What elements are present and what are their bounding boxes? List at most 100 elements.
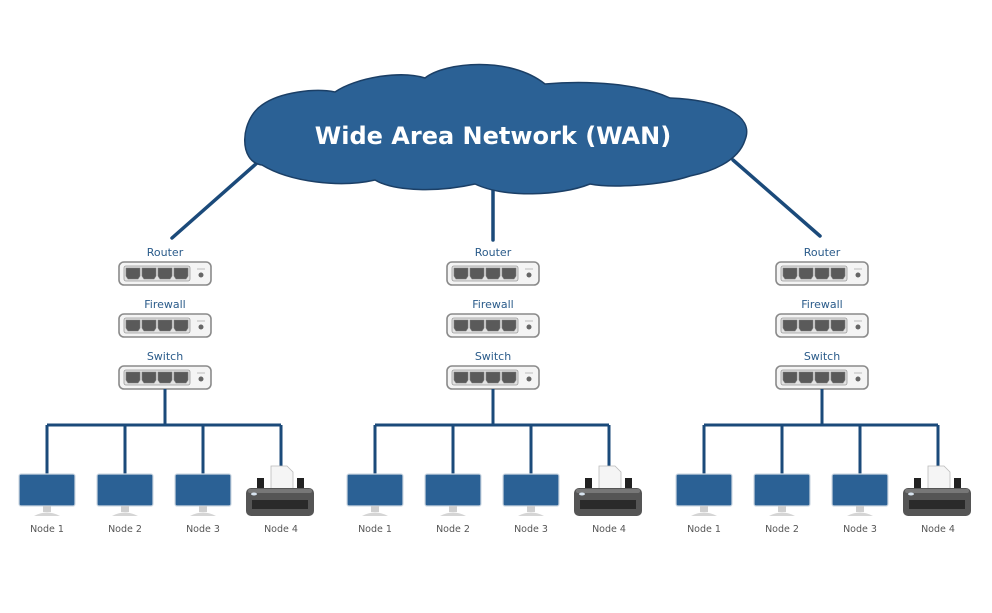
printer-led-icon (251, 492, 257, 496)
monitor-icon (831, 473, 889, 507)
router-device[interactable]: Router (118, 246, 212, 286)
status-led-icon (855, 272, 861, 278)
node-3[interactable]: Node 3 (174, 473, 232, 535)
monitor-neck (43, 506, 51, 512)
node-label: Node 2 (108, 524, 142, 535)
monitor-stand (112, 512, 138, 516)
ethernet-port-icon (453, 267, 469, 280)
printer-top (248, 489, 312, 493)
wan-title: Wide Area Network (WAN) (315, 122, 671, 150)
monitor-neck (371, 506, 379, 512)
ethernet-port-icon (798, 319, 814, 332)
node-1[interactable]: Node 1 (346, 473, 404, 535)
node-3[interactable]: Node 3 (831, 473, 889, 535)
firewall-device[interactable]: Firewall (775, 298, 869, 338)
firewall-device[interactable]: Firewall (446, 298, 540, 338)
router-device[interactable]: Router (775, 246, 869, 286)
node-4[interactable]: Node 4 (574, 465, 642, 535)
ethernet-port-icon (173, 319, 189, 332)
printer-top (576, 489, 640, 493)
status-led-icon (198, 272, 204, 278)
monitor-stand (691, 512, 717, 516)
ethernet-port-icon (798, 267, 814, 280)
monitor-neck (527, 506, 535, 512)
port-panel (451, 317, 519, 334)
port-panel (123, 317, 191, 334)
node-4[interactable]: Node 4 (246, 465, 314, 535)
node-4[interactable]: Node 4 (903, 465, 971, 535)
monitor-neck (199, 506, 207, 512)
paper-icon (598, 465, 622, 491)
ethernet-port-icon (830, 267, 846, 280)
ethernet-port-icon (830, 319, 846, 332)
switch-device[interactable]: Switch (775, 350, 869, 390)
ethernet-port-icon (501, 319, 517, 332)
status-led-icon (526, 324, 532, 330)
node-label: Node 4 (264, 524, 298, 535)
printer-tray-right (625, 478, 632, 490)
node-2[interactable]: Node 2 (753, 473, 811, 535)
ethernet-port-icon (141, 371, 157, 384)
ethernet-port-icon (453, 371, 469, 384)
switch-label: Switch (804, 350, 840, 363)
node-3[interactable]: Node 3 (502, 473, 560, 535)
ethernet-port-icon (453, 319, 469, 332)
monitor-stand (440, 512, 466, 516)
monitor-neck (778, 506, 786, 512)
router-label: Router (804, 246, 841, 259)
wan-link-3 (731, 158, 822, 238)
monitor-stand (847, 512, 873, 516)
monitor-icon (174, 473, 232, 507)
node-label: Node 3 (514, 524, 548, 535)
status-led-icon (198, 324, 204, 330)
firewall-label: Firewall (472, 298, 513, 311)
ethernet-port-icon (782, 319, 798, 332)
router-device[interactable]: Router (446, 246, 540, 286)
ethernet-port-icon (485, 267, 501, 280)
ethernet-port-icon (469, 371, 485, 384)
ethernet-port-icon (141, 319, 157, 332)
ethernet-port-icon (125, 371, 141, 384)
paper-icon (927, 465, 951, 491)
switch-device[interactable]: Switch (446, 350, 540, 390)
printer-led-icon (579, 492, 585, 496)
router-label: Router (147, 246, 184, 259)
node-1[interactable]: Node 1 (18, 473, 76, 535)
printer-top (905, 489, 969, 493)
printer-slot (909, 500, 965, 509)
printer-slot (252, 500, 308, 509)
wan-link-1 (170, 161, 259, 240)
node-label: Node 4 (592, 524, 626, 535)
status-led-icon (855, 324, 861, 330)
firewall-device[interactable]: Firewall (118, 298, 212, 338)
node-1[interactable]: Node 1 (675, 473, 733, 535)
port-panel (780, 317, 848, 334)
monitor-icon (96, 473, 154, 507)
printer-slot (580, 500, 636, 509)
monitor-icon (424, 473, 482, 507)
monitor-icon (675, 473, 733, 507)
node-label: Node 1 (358, 524, 392, 535)
node-2[interactable]: Node 2 (96, 473, 154, 535)
ethernet-port-icon (782, 371, 798, 384)
node-2[interactable]: Node 2 (424, 473, 482, 535)
ethernet-port-icon (469, 319, 485, 332)
node-label: Node 3 (186, 524, 220, 535)
ethernet-port-icon (830, 371, 846, 384)
port-panel (451, 369, 519, 386)
ethernet-port-icon (173, 371, 189, 384)
monitor-neck (449, 506, 457, 512)
port-panel (780, 265, 848, 282)
monitor-neck (700, 506, 708, 512)
printer-tray-left (585, 478, 592, 490)
switch-label: Switch (475, 350, 511, 363)
node-label: Node 4 (921, 524, 955, 535)
switch-device[interactable]: Switch (118, 350, 212, 390)
ethernet-port-icon (469, 267, 485, 280)
status-led-icon (526, 376, 532, 382)
ethernet-port-icon (798, 371, 814, 384)
monitor-icon (18, 473, 76, 507)
printer-tray-right (954, 478, 961, 490)
